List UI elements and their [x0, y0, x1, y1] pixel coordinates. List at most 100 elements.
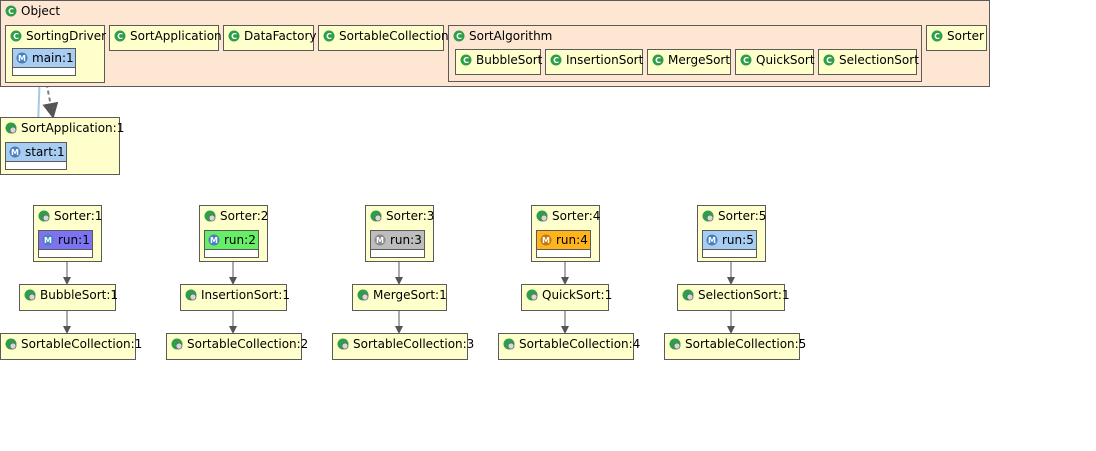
instance-sortablecollection-2-label: SortableCollection:2 [187, 337, 309, 351]
instance-sortapplication-1[interactable]: SortApplication:1 M start:1 [0, 117, 124, 175]
package-object[interactable]: C Object C SortingDriver M main:1 C Sort… [0, 0, 990, 87]
instance-insertionsort-1[interactable]: InsertionSort:1 [180, 284, 290, 311]
method-run-4[interactable]: M run:4 [536, 230, 591, 258]
instance-sorter-4-label: Sorter:4 [552, 209, 601, 223]
package-sortalgorithm[interactable]: C SortAlgorithm C BubbleSort C Insertion… [448, 25, 922, 82]
instance-icon [5, 338, 17, 350]
instance-icon [337, 338, 349, 350]
svg-text:M: M [44, 236, 52, 245]
class-datafactory-label: DataFactory [244, 29, 317, 43]
class-sortapplication[interactable]: C SortApplication [109, 25, 222, 51]
method-icon: M [9, 146, 21, 158]
class-icon: C [5, 5, 17, 17]
class-datafactory[interactable]: C DataFactory [223, 25, 317, 51]
class-insertionsort-label: InsertionSort [566, 53, 644, 67]
class-icon: C [453, 30, 465, 42]
method-run-1[interactable]: M run:1 [38, 230, 93, 258]
class-icon: C [652, 54, 664, 66]
method-icon: M [706, 234, 718, 246]
instance-icon [357, 289, 369, 301]
instance-sortablecollection-2[interactable]: SortableCollection:2 [166, 333, 308, 360]
instance-quicksort-1[interactable]: QuickSort:1 [521, 284, 613, 311]
instance-icon [536, 210, 548, 222]
method-icon: M [16, 52, 28, 64]
class-sorter[interactable]: C Sorter [926, 25, 987, 51]
method-icon: M [208, 234, 220, 246]
instance-bubblesort-1[interactable]: BubbleSort:1 [19, 284, 119, 311]
svg-text:C: C [8, 7, 14, 16]
instance-icon [38, 210, 50, 222]
svg-text:C: C [117, 32, 123, 41]
instance-mergesort-1-label: MergeSort:1 [373, 288, 447, 302]
instance-selectionsort-1[interactable]: SelectionSort:1 [677, 284, 790, 311]
svg-text:C: C [231, 32, 237, 41]
svg-text:C: C [743, 56, 749, 65]
instance-icon [185, 289, 197, 301]
class-bubblesort-label: BubbleSort [476, 53, 543, 67]
instance-icon [702, 210, 714, 222]
instance-icon [526, 289, 538, 301]
class-sortingdriver[interactable]: C SortingDriver M main:1 [5, 25, 107, 83]
method-main[interactable]: M main:1 [12, 48, 76, 76]
class-sortablecollection[interactable]: C SortableCollection [318, 25, 449, 51]
class-icon: C [10, 30, 22, 42]
instance-sorter-4[interactable]: Sorter:4 M run:4 [531, 205, 600, 262]
class-icon: C [114, 30, 126, 42]
method-icon: M [42, 234, 54, 246]
instance-icon [5, 122, 17, 134]
svg-text:C: C [326, 32, 332, 41]
package-sortalgorithm-label: SortAlgorithm [469, 29, 553, 43]
instance-sortablecollection-4-label: SortableCollection:4 [519, 337, 641, 351]
class-bubblesort[interactable]: C BubbleSort [455, 49, 543, 75]
class-sortablecollection-label: SortableCollection [339, 29, 449, 43]
instance-sortablecollection-1-label: SortableCollection:1 [21, 337, 143, 351]
method-run-2-label: run:2 [224, 233, 256, 247]
class-sortapplication-label: SortApplication [130, 29, 222, 43]
instance-icon [171, 338, 183, 350]
method-run-3[interactable]: M run:3 [370, 230, 425, 258]
instance-icon [24, 289, 36, 301]
svg-text:C: C [13, 32, 19, 41]
class-mergesort-label: MergeSort [668, 53, 731, 67]
svg-text:M: M [11, 148, 19, 157]
class-icon: C [460, 54, 472, 66]
class-selectionsort[interactable]: C SelectionSort [818, 49, 919, 75]
instance-sorter-3-label: Sorter:3 [386, 209, 435, 223]
instance-sorter-2-label: Sorter:2 [220, 209, 269, 223]
instance-sorter-3[interactable]: Sorter:3 M run:3 [365, 205, 434, 262]
instance-bubblesort-1-label: BubbleSort:1 [40, 288, 119, 302]
method-main-label: main:1 [32, 51, 74, 65]
package-object-label: Object [21, 4, 61, 18]
instance-mergesort-1[interactable]: MergeSort:1 [352, 284, 447, 311]
svg-text:M: M [708, 236, 716, 245]
instance-sortablecollection-1[interactable]: SortableCollection:1 [0, 333, 142, 360]
class-icon: C [740, 54, 752, 66]
class-selectionsort-label: SelectionSort [839, 53, 919, 67]
instance-sortablecollection-3[interactable]: SortableCollection:3 [332, 333, 474, 360]
instance-sortablecollection-5[interactable]: SortableCollection:5 [664, 333, 806, 360]
instance-sortablecollection-5-label: SortableCollection:5 [685, 337, 807, 351]
svg-text:C: C [655, 56, 661, 65]
instance-quicksort-1-label: QuickSort:1 [542, 288, 613, 302]
svg-text:C: C [456, 32, 462, 41]
class-sorter-label: Sorter [947, 29, 984, 43]
svg-text:C: C [463, 56, 469, 65]
class-mergesort[interactable]: C MergeSort [647, 49, 731, 75]
instance-icon [682, 289, 694, 301]
class-sortingdriver-label: SortingDriver [26, 29, 107, 43]
instance-sorter-1[interactable]: Sorter:1 M run:1 [33, 205, 102, 262]
svg-text:C: C [826, 56, 832, 65]
class-quicksort[interactable]: C QuickSort [735, 49, 815, 75]
method-run-5-label: run:5 [722, 233, 754, 247]
method-run-5[interactable]: M run:5 [702, 230, 757, 258]
instance-sortablecollection-4[interactable]: SortableCollection:4 [498, 333, 640, 360]
instance-icon [669, 338, 681, 350]
method-start[interactable]: M start:1 [5, 142, 67, 170]
instance-sorter-5[interactable]: Sorter:5 M run:5 [697, 205, 766, 262]
svg-text:C: C [553, 56, 559, 65]
instance-sorter-2[interactable]: Sorter:2 M run:2 [199, 205, 268, 262]
class-quicksort-label: QuickSort [756, 53, 815, 67]
class-insertionsort[interactable]: C InsertionSort [545, 49, 643, 75]
method-run-2[interactable]: M run:2 [204, 230, 259, 258]
method-icon: M [540, 234, 552, 246]
